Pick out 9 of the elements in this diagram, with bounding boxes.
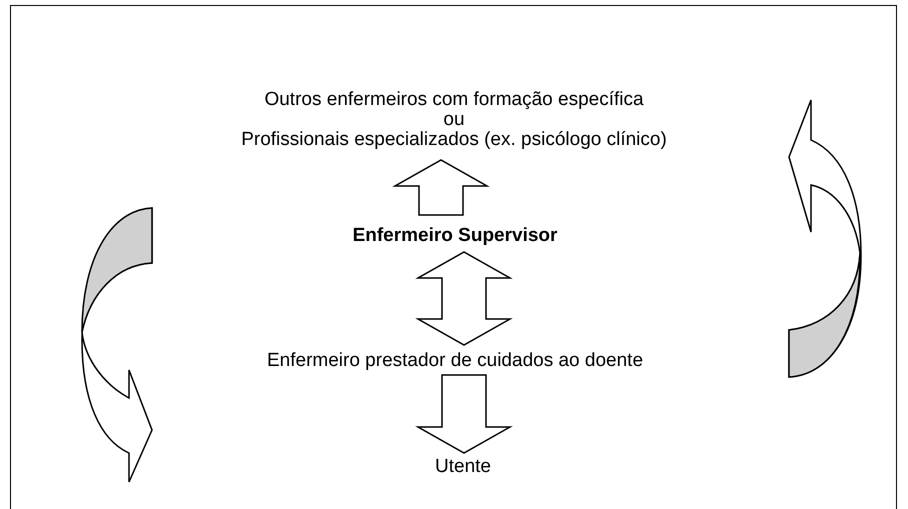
block-arrow	[415, 251, 513, 346]
block-arrow	[392, 159, 490, 216]
block-arrow	[415, 374, 513, 454]
node-label: ou	[443, 110, 465, 130]
node-label: Outros enfermeiros com formação específica	[264, 90, 644, 110]
node-label: Enfermeiro prestador de cuidados ao doente	[266, 350, 644, 372]
node-label: Utente	[435, 456, 491, 478]
node-label: Profissionais especializados (ex. psicólogo clínico)	[241, 130, 667, 150]
node-label: Enfermeiro Supervisor	[352, 225, 558, 247]
